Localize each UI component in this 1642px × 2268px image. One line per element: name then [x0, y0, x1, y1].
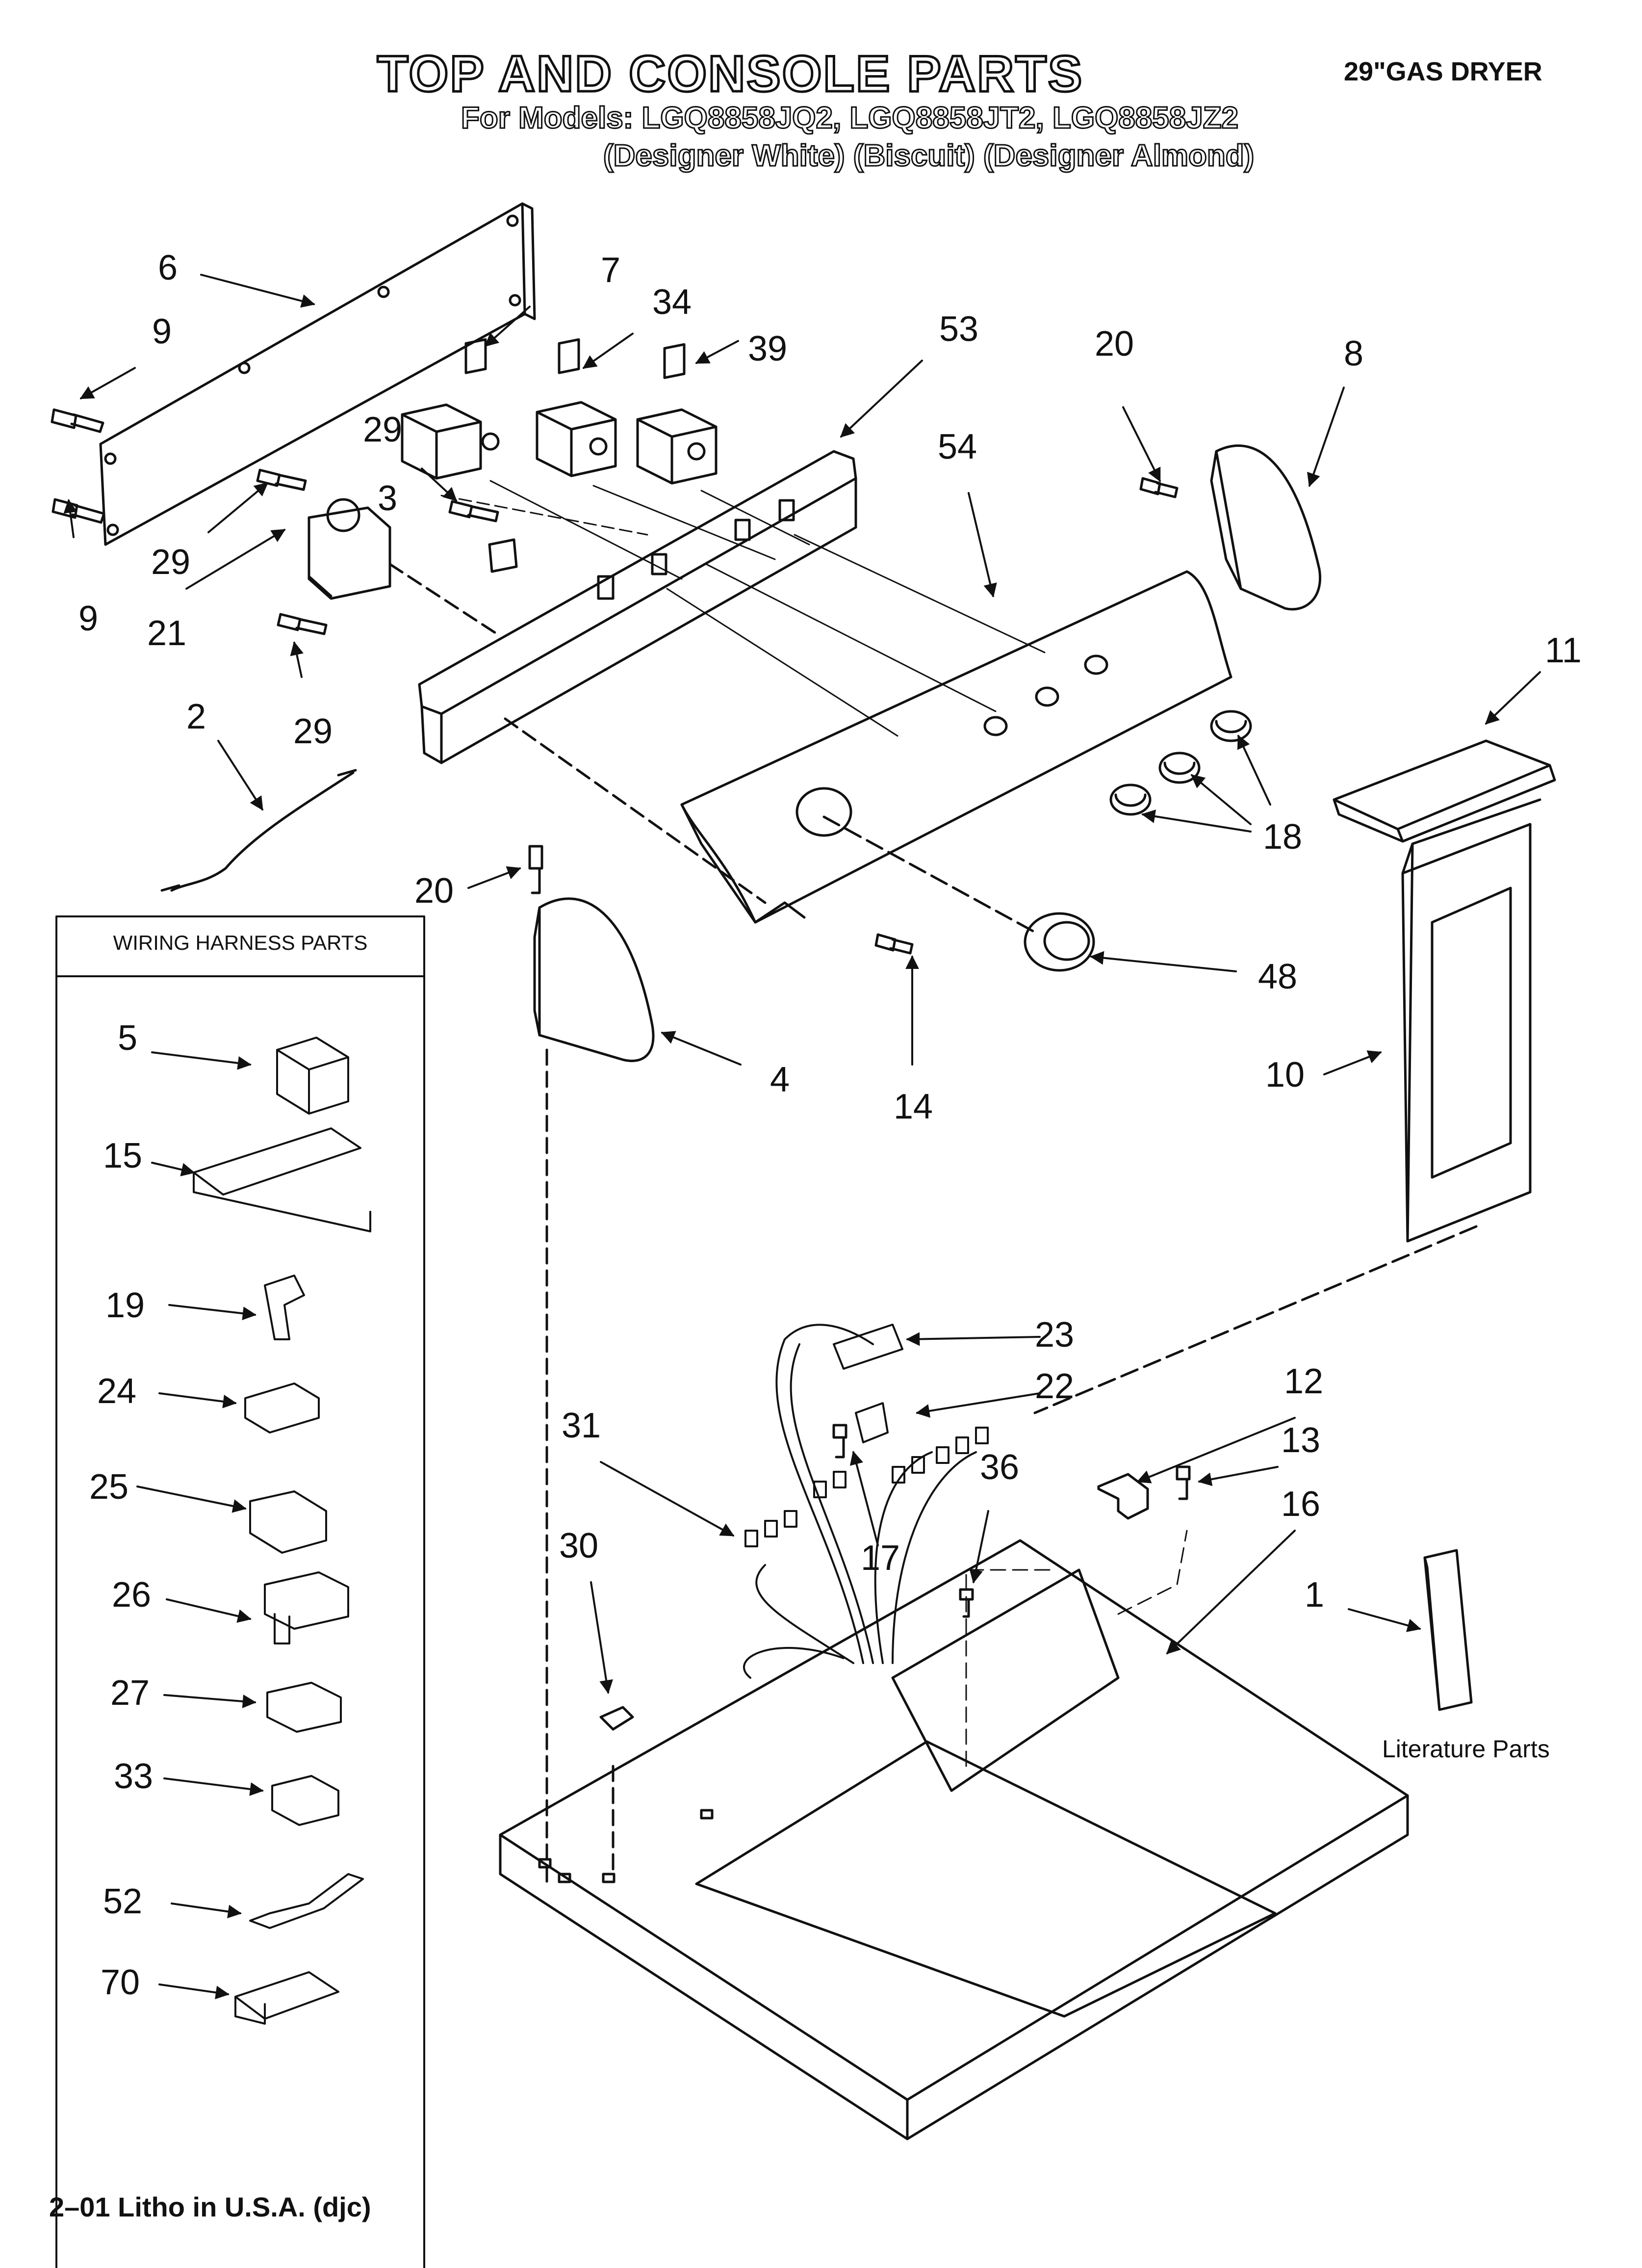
model-list: For Models: LGQ8858JQ2, LGQ8858JT2, LGQ8… — [460, 101, 1239, 136]
part-48-knob — [1024, 912, 1095, 972]
callout-15: 15 — [103, 1136, 143, 1175]
callout-2: 2 — [186, 697, 206, 736]
callout-33: 33 — [114, 1757, 154, 1796]
callout-29: 29 — [293, 712, 333, 751]
part-14-screw — [874, 933, 914, 955]
part-21-timer — [308, 498, 497, 634]
part-9-screws — [51, 408, 105, 524]
wiring-harness-title: WIRING HARNESS PARTS — [113, 931, 368, 954]
part-30-clip — [599, 1706, 634, 1731]
callout-10: 10 — [1265, 1055, 1305, 1095]
callout-53: 53 — [939, 310, 979, 349]
footer-litho: 2–01 Litho in U.S.A. (djc) — [49, 2191, 371, 2222]
callout-29: 29 — [151, 543, 191, 582]
part-31-harness-bundle — [743, 1324, 989, 1679]
callout-54: 54 — [938, 427, 977, 467]
color-variants: (Designer White) (Biscuit) (Designer Alm… — [602, 138, 1255, 174]
literature-label: Literature Parts — [1382, 1735, 1550, 1763]
part-18-knobs — [1109, 710, 1252, 816]
callout-22: 22 — [1035, 1367, 1075, 1406]
part-34-switch — [536, 338, 617, 477]
part-7-switch — [401, 338, 500, 480]
part-11-lint-screen — [1333, 739, 1556, 843]
callout-70: 70 — [101, 1963, 140, 2002]
part-29-screws — [256, 469, 499, 635]
callout-19: 19 — [105, 1286, 145, 1325]
wiring-harness-part-drawings — [193, 1037, 371, 2025]
callout-17: 17 — [861, 1538, 900, 1578]
callout-arrows — [63, 274, 1541, 2000]
callout-9: 9 — [152, 312, 172, 351]
leader-53-to-4 — [504, 717, 767, 904]
callout-39: 39 — [748, 329, 788, 368]
callout-20: 20 — [1095, 324, 1134, 364]
callout-26: 26 — [112, 1575, 152, 1615]
wiring-harness-box — [55, 915, 425, 2268]
callout-4: 4 — [770, 1060, 790, 1099]
callout-48: 48 — [1258, 957, 1298, 996]
callout-8: 8 — [1344, 334, 1364, 373]
part-4-end-cap — [533, 897, 655, 1890]
wire-leads — [440, 480, 1046, 737]
callout-20: 20 — [414, 871, 454, 911]
callout-7: 7 — [601, 251, 621, 290]
part-20-screws — [528, 477, 1179, 894]
part-1-literature — [1423, 1549, 1473, 1711]
part-8-end-cap — [1210, 444, 1321, 611]
callout-1: 1 — [1305, 1575, 1325, 1615]
part-39-switch — [636, 343, 718, 485]
part-16-top-panel — [499, 1530, 1409, 2140]
part-17-screw — [832, 1424, 847, 1459]
callout-9: 9 — [78, 599, 99, 638]
callout-12: 12 — [1284, 1362, 1324, 1401]
part-36-screw — [959, 1588, 974, 1618]
callout-13: 13 — [1281, 1421, 1321, 1460]
callout-23: 23 — [1035, 1315, 1075, 1355]
callout-30: 30 — [559, 1526, 599, 1565]
callout-34: 34 — [652, 283, 692, 322]
callout-5: 5 — [118, 1018, 138, 1058]
callout-25: 25 — [89, 1467, 129, 1507]
callout-16: 16 — [1281, 1485, 1321, 1524]
product-label: 29"GAS DRYER — [1344, 57, 1542, 86]
callout-24: 24 — [97, 1372, 137, 1411]
part-10-lint-duct — [1033, 798, 1541, 1414]
callout-21: 21 — [147, 614, 187, 653]
part-6-console-back-panel — [99, 202, 536, 546]
callout-11: 11 — [1545, 631, 1582, 670]
callout-36: 36 — [980, 1448, 1020, 1487]
part-54-console-panel — [680, 570, 1232, 934]
callout-27: 27 — [110, 1673, 150, 1713]
callout-29: 29 — [363, 410, 403, 449]
callout-6: 6 — [158, 248, 178, 287]
page-title: TOP AND CONSOLE PARTS — [376, 45, 1084, 104]
part-12-bracket — [1097, 1473, 1149, 1520]
part-13-screw — [1176, 1465, 1191, 1500]
callout-52: 52 — [103, 1882, 143, 1921]
part-53-control-bracket — [418, 450, 857, 764]
part-2-harness — [160, 769, 357, 892]
callout-31: 31 — [562, 1406, 601, 1445]
callout-14: 14 — [894, 1087, 933, 1126]
callout-3: 3 — [378, 479, 398, 518]
callout-18: 18 — [1263, 817, 1303, 857]
part-3-clip — [488, 538, 518, 573]
